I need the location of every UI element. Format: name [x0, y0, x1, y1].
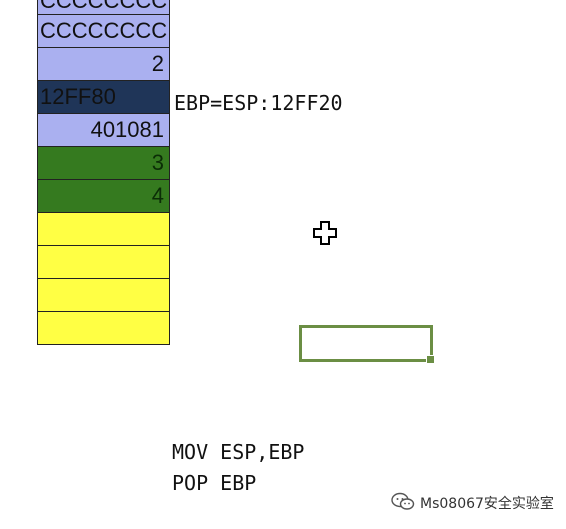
stack-cell[interactable]: CCCCCCCC: [38, 15, 169, 48]
code-line: MOV ESP,EBP: [172, 440, 305, 464]
stack-cell-saved-ebp[interactable]: 12FF80: [38, 81, 169, 114]
move-cursor-icon: [312, 220, 338, 246]
fill-handle[interactable]: [426, 355, 435, 364]
assembly-code: MOV ESP,EBP POP EBP: [172, 437, 304, 499]
watermark-text: Ms08067安全实验室: [420, 496, 554, 512]
stack-cell[interactable]: CCCCCCCC: [38, 0, 169, 15]
stack-cell[interactable]: 4: [38, 180, 169, 213]
code-line: POP EBP: [172, 471, 257, 495]
watermark: Ms08067安全实验室: [390, 491, 554, 515]
stack-cell[interactable]: 2: [38, 48, 169, 81]
stack-cell[interactable]: [38, 213, 169, 246]
stack-cell[interactable]: 3: [38, 147, 169, 180]
stack-cell[interactable]: [38, 246, 169, 279]
selected-cell[interactable]: [299, 325, 435, 364]
stack-cell[interactable]: [38, 279, 169, 312]
stack-cell-return-address[interactable]: 401081: [38, 114, 169, 147]
stack-cell[interactable]: [38, 312, 169, 345]
ebp-esp-label: EBP=ESP:12FF20: [174, 91, 343, 115]
wechat-icon: [390, 491, 420, 515]
stack-diagram: CCCCCCCC CCCCCCCC 2 12FF80 401081 3 4: [37, 0, 170, 345]
